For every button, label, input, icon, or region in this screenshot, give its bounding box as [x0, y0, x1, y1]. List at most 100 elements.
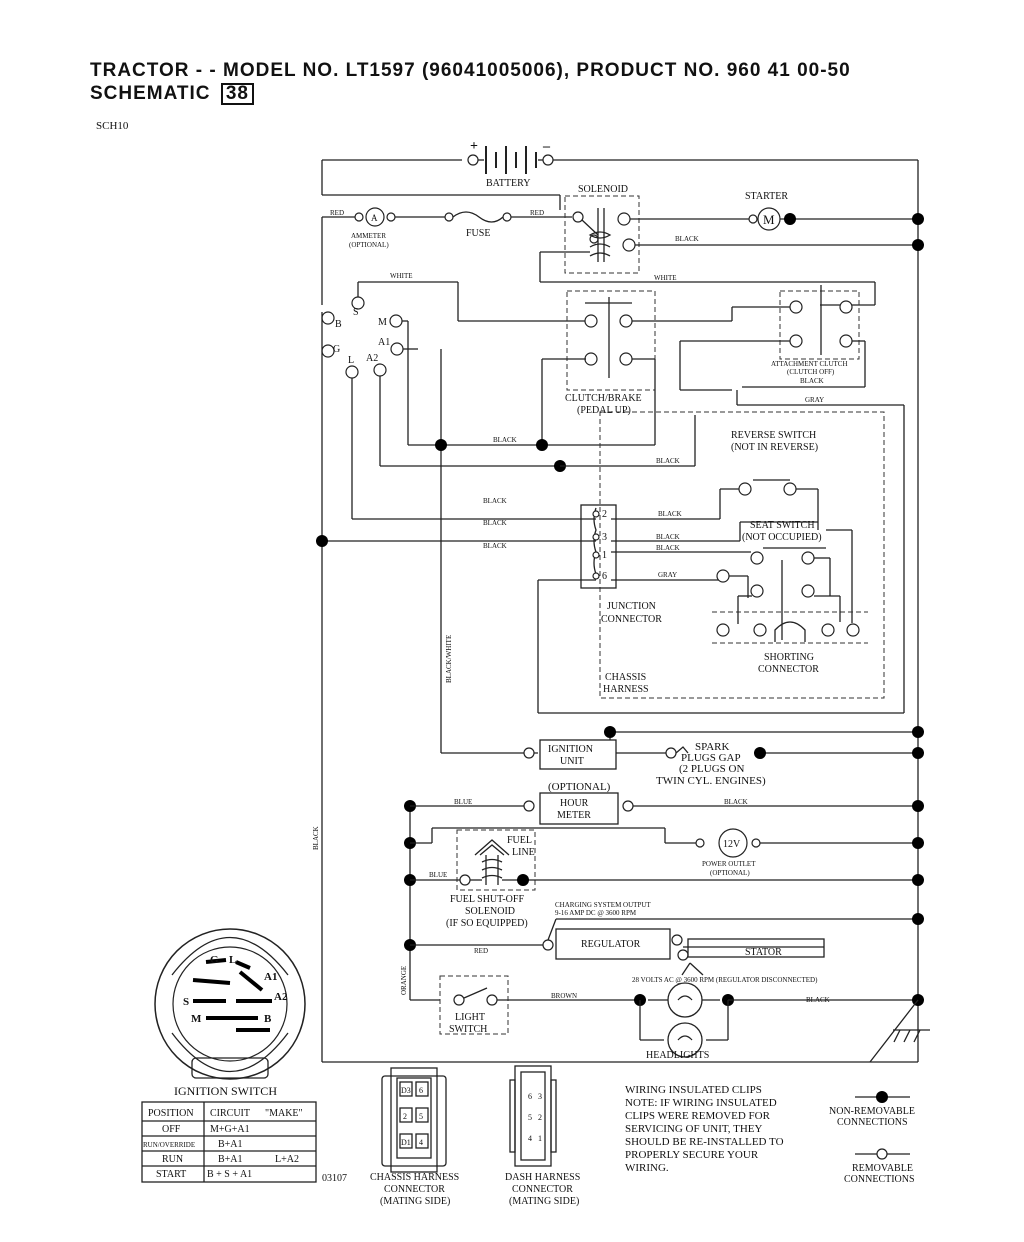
table-header-circuit: CIRCUIT — [210, 1108, 250, 1119]
attachment-clutch-switch: ATTACHMENT CLUTCH (CLUTCH OFF) BLACK GRA… — [537, 285, 905, 714]
terminal-s: S — [353, 307, 359, 318]
attachment-clutch-state: (CLUTCH OFF) — [787, 368, 835, 376]
legend-removable-2: CONNECTIONS — [844, 1174, 915, 1185]
meter-label: METER — [557, 810, 591, 821]
note-line-3: CLIPS WERE REMOVED FOR — [625, 1110, 771, 1122]
junction-connector: 2 3 1 6 JUNCTION CONNECTOR — [580, 504, 662, 625]
wire-label-black-attach: BLACK — [800, 377, 824, 385]
junction-pin-4: 6 — [602, 571, 607, 582]
table-row-4-circuit: B + S + A1 — [207, 1169, 252, 1180]
wire-label-red-3: RED — [474, 947, 488, 955]
wire-label-black-headlights: BLACK — [806, 996, 830, 1004]
note-line-7: WIRING. — [625, 1162, 669, 1174]
regulator: CHARGING SYSTEM OUTPUT 9-16 AMP DC @ 360… — [410, 901, 924, 984]
light-label: LIGHT — [455, 1012, 485, 1023]
wire-label-black-white: BLACK/WHITE — [445, 635, 453, 683]
white-wires: WHITE WHITE — [357, 272, 876, 322]
clutch-brake-label: CLUTCH/BRAKE — [565, 393, 642, 404]
chassis-connector-label-3: (MATING SIDE) — [380, 1196, 450, 1207]
fuel-shutoff-solenoid: FUEL LINE BLUE FUEL SHUT-OFF SOLENOID (I… — [410, 829, 924, 929]
chassis-pin-3: 2 — [403, 1112, 407, 1121]
wire-label-black-hour: BLACK — [724, 798, 748, 806]
power-outlet: 12V POWER OUTLET (OPTIONAL) — [410, 827, 924, 877]
spark-twin-label: TWIN CYL. ENGINES) — [656, 775, 766, 787]
dash-pin-6: 1 — [538, 1134, 542, 1143]
wire-label-gray-2: GRAY — [658, 571, 677, 579]
power-outlet-symbol: 12V — [723, 839, 741, 850]
wire-label-brown: BROWN — [551, 992, 577, 1000]
schematic-label: SCHEMATIC — [90, 83, 211, 104]
wire-label-black-starter: BLACK — [675, 235, 699, 243]
shorting-label: SHORTING — [764, 652, 814, 663]
wire-label-blue-2: BLUE — [429, 871, 447, 879]
charging-rate-label: 9-16 AMP DC @ 3600 RPM — [555, 909, 637, 917]
face-terminal-m: M — [191, 1013, 202, 1025]
table-row-2-position: RUN/OVERRIDE — [143, 1141, 195, 1149]
wire-label-black-6: BLACK — [656, 457, 680, 465]
schematic-number-badge: 38 — [220, 83, 254, 105]
battery: + – BATTERY — [321, 139, 919, 1062]
table-row-2-circuit: B+A1 — [218, 1139, 243, 1150]
wire-label-black-5: BLACK — [483, 542, 507, 550]
dash-harness-connector: 6 3 5 2 4 1 DASH HARNESS CONNECTOR (MATI… — [505, 1065, 580, 1207]
power-outlet-label: POWER OUTLET — [702, 860, 756, 868]
table-row-3-circuit: B+A1 — [218, 1154, 243, 1165]
left-bus: ORANGE — [400, 800, 440, 1001]
table-row-1-circuit: M+G+A1 — [210, 1124, 250, 1135]
fuel-equipped-label: (IF SO EQUIPPED) — [446, 918, 528, 929]
harness-label: HARNESS — [603, 684, 649, 695]
dash-pin-1: 6 — [528, 1092, 532, 1101]
face-terminal-a2: A2 — [274, 991, 288, 1003]
terminal-g: G — [333, 344, 340, 355]
note-line-5: SHOULD BE RE-INSTALLED TO — [625, 1136, 784, 1148]
spark-gap-label: PLUGS GAP — [681, 752, 741, 764]
chassis-pin-2: 6 — [419, 1086, 423, 1095]
fuel-shutoff-label: FUEL SHUT-OFF — [450, 894, 524, 905]
ammeter-optional-label: (OPTIONAL) — [349, 241, 389, 249]
part-code: 03107 — [322, 1173, 347, 1184]
face-terminal-a1: A1 — [264, 971, 277, 983]
ammeter-symbol: A — [371, 213, 378, 223]
chassis-connector-label-1: CHASSIS HARNESS — [370, 1172, 459, 1183]
dash-pin-4: 2 — [538, 1113, 542, 1122]
junction-pin-1: 2 — [602, 509, 607, 520]
wire-label-black-8: BLACK — [656, 533, 680, 541]
junction-label: JUNCTION — [607, 601, 656, 612]
chassis-harness-connector: D3 6 2 5 D1 4 CHASSIS HARNESS CONNECTOR … — [370, 1067, 459, 1207]
spark-label: SPARK — [695, 741, 730, 753]
starter-label: STARTER — [745, 191, 788, 202]
power-outlet-optional: (OPTIONAL) — [710, 869, 750, 877]
clutch-brake-switch: CLUTCH/BRAKE (PEDAL UP) — [541, 290, 790, 445]
legend-nonremovable-1: NON-REMOVABLE — [829, 1106, 915, 1117]
wire-label-black-7: BLACK — [658, 510, 682, 518]
wire-label-white-2: WHITE — [654, 274, 677, 282]
terminal-l: L — [348, 355, 354, 366]
table-row-1-position: OFF — [162, 1124, 181, 1135]
table-row-4-position: START — [156, 1169, 186, 1180]
schematic-code: SCH10 — [96, 120, 129, 132]
connection-legend: NON-REMOVABLE CONNECTIONS REMOVABLE CONN… — [829, 1091, 915, 1185]
wire-label-black-9: BLACK — [656, 544, 680, 552]
chassis-label: CHASSIS — [605, 672, 646, 683]
ignition-unit: IGNITION UNIT SPARK PLUGS GAP (2 PLUGS O… — [523, 726, 924, 787]
reverse-switch-state: (NOT IN REVERSE) — [731, 442, 818, 453]
ignition-unit-label: IGNITION — [548, 744, 593, 755]
fuel-line-sub-label: LINE — [512, 847, 535, 858]
spark-plugs-label: (2 PLUGS ON — [679, 763, 744, 775]
chassis-harness: CHASSIS HARNESS REVERSE SWITCH (NOT IN R… — [599, 411, 885, 699]
table-header-make: "MAKE" — [265, 1108, 303, 1119]
battery-plus-label: + — [470, 139, 478, 154]
solenoid: SOLENOID — [539, 184, 640, 282]
clutch-brake-state: (PEDAL UP) — [577, 405, 631, 416]
legend-removable-1: REMOVABLE — [852, 1163, 913, 1174]
table-header-position: POSITION — [148, 1108, 194, 1119]
wire-label-black-4: BLACK — [483, 519, 507, 527]
wire-label-blue-1: BLUE — [454, 798, 472, 806]
fuse: FUSE RED — [444, 209, 572, 239]
charging-output-label: CHARGING SYSTEM OUTPUT — [555, 901, 651, 909]
starter: M STARTER BLACK — [630, 191, 924, 251]
wire-label-orange: ORANGE — [400, 966, 408, 995]
wire-label-black-main: BLACK — [312, 826, 320, 850]
dash-pin-5: 4 — [528, 1134, 532, 1143]
